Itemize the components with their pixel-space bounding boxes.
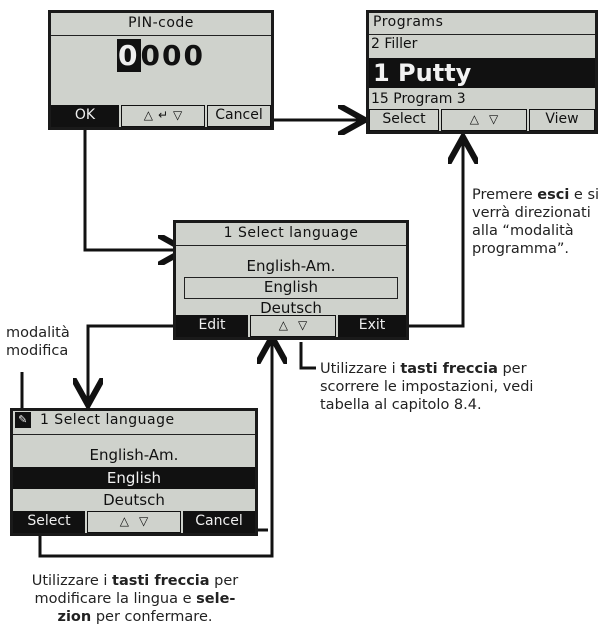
programs-row-selected[interactable]: 1 Putty <box>369 58 595 88</box>
language-row-deutsch[interactable]: Deutsch <box>260 299 322 317</box>
edit-mode-label: modalità modifica <box>6 325 70 359</box>
language-row-english-selected[interactable]: English <box>184 277 398 299</box>
triangle-up-icon: △ <box>119 514 129 528</box>
language-title: 1 Select language <box>176 225 406 246</box>
pin-screen-title: PIN-code <box>51 15 271 36</box>
pin-cursor-digit: 0 <box>117 39 141 72</box>
programs-screen: Programs 2 Filler 1 Putty 15 Program 3 S… <box>366 10 598 134</box>
edit-select-button[interactable]: Select <box>13 511 85 533</box>
arrow-edit-to-editmode <box>88 324 173 402</box>
programs-row-filler[interactable]: 2 Filler <box>371 36 418 52</box>
triangle-up-icon: △ <box>143 108 153 122</box>
exit-note: Premere esci e si verrà direzionati alla… <box>472 186 612 258</box>
triangle-down-icon: ▽ <box>173 108 183 122</box>
exit-note-post: e si verrà direzionati alla “modalità pr… <box>472 187 600 257</box>
exit-note-bold: esci <box>537 187 570 203</box>
edit-row-english-selected[interactable]: English <box>13 467 255 489</box>
bottom-note-pre: Utilizzare i <box>31 573 113 589</box>
bottom-note-post: per confermare. <box>91 609 213 625</box>
edit-row-deutsch[interactable]: Deutsch <box>103 491 165 509</box>
arrows-note: Utilizzare i tasti freccia per scorrere … <box>320 360 550 414</box>
exit-button[interactable]: Exit <box>338 315 406 337</box>
select-button[interactable]: Select <box>369 109 439 131</box>
view-button[interactable]: View <box>529 109 595 131</box>
language-edit-title: ✎ 1 Select language <box>13 412 255 435</box>
edit-arrows-key[interactable]: △▽ <box>87 511 181 533</box>
bottom-note-bold1: tasti freccia <box>112 573 210 589</box>
triangle-down-icon: ▽ <box>139 514 149 528</box>
pin-code-screen: PIN-code 0000 OK △ ↵ ▽ Cancel <box>48 10 274 130</box>
enter-icon: ↵ <box>157 108 169 122</box>
pin-arrows-key[interactable]: △ ↵ ▽ <box>121 105 205 127</box>
language-edit-screen: ✎ 1 Select language English-Am. English … <box>10 408 258 536</box>
triangle-up-icon: △ <box>278 318 288 332</box>
cancel-button[interactable]: Cancel <box>207 105 271 127</box>
arrow-select-back <box>38 340 272 558</box>
pin-softkeys: OK △ ↵ ▽ Cancel <box>51 105 271 127</box>
pencil-icon: ✎ <box>15 412 31 428</box>
programs-softkeys: Select △▽ View <box>369 109 595 131</box>
arrows-note-bold: tasti freccia <box>400 361 498 377</box>
exit-note-pre: Premere <box>472 187 538 203</box>
triangle-up-icon: △ <box>469 112 479 126</box>
pin-remaining-digits: 000 <box>140 39 205 72</box>
programs-title: Programs <box>369 14 595 35</box>
edit-softkeys: Select △▽ Cancel <box>13 511 255 533</box>
programs-row-program3[interactable]: 15 Program 3 <box>371 91 466 107</box>
language-screen: 1 Select language English-Am. English De… <box>173 220 409 340</box>
arrows-note-pre: Utilizzare i <box>320 361 401 377</box>
language-arrows-key[interactable]: △▽ <box>250 315 336 337</box>
ok-button[interactable]: OK <box>51 105 119 127</box>
edit-button[interactable]: Edit <box>176 315 248 337</box>
bottom-note-mid: per modificare la lingua e <box>34 573 239 607</box>
triangle-down-icon: ▽ <box>489 112 499 126</box>
bottom-note-bold2: sele-zion <box>57 591 236 625</box>
edit-cancel-button[interactable]: Cancel <box>183 511 255 533</box>
language-row-english-am[interactable]: English-Am. <box>246 257 336 275</box>
arrow-exit-to-programs <box>407 140 463 328</box>
language-softkeys: Edit △▽ Exit <box>176 315 406 337</box>
arrows-note-leader <box>299 342 316 370</box>
programs-arrows-key[interactable]: △▽ <box>441 109 527 131</box>
arrows-note-post: per scorrere le impostazioni, vedi tabel… <box>320 361 534 413</box>
edit-row-english-am[interactable]: English-Am. <box>89 446 179 464</box>
bottom-note: Utilizzare i tasti freccia per modificar… <box>20 572 250 626</box>
language-edit-title-text: 1 Select language <box>39 412 175 428</box>
triangle-down-icon: ▽ <box>298 318 308 332</box>
pin-value: 0000 <box>51 39 271 72</box>
arrow-ok-to-language <box>83 128 182 250</box>
